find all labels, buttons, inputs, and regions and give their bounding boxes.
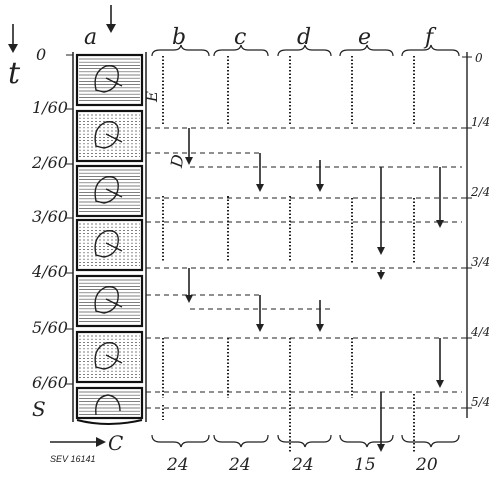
arrow-f-head (436, 220, 444, 228)
film-frame (75, 109, 144, 163)
arrow-c-head (256, 324, 264, 332)
frame-figure (94, 65, 119, 93)
bottom-count-b: 24 (166, 455, 189, 475)
film-frame (75, 53, 144, 107)
frame-border (75, 109, 144, 163)
column-letter-c: c (234, 25, 246, 50)
right-tick-4: 4/48 (470, 325, 489, 339)
arrow-d-head (316, 324, 324, 332)
c-axis-label: C (108, 431, 123, 455)
frame-figure-stroke (105, 242, 123, 252)
bottom-brace-c (213, 434, 269, 448)
left-tick-3: 3/60 (32, 207, 68, 226)
marker-d: D (167, 153, 188, 170)
column-letter-d: d (297, 25, 311, 50)
column-letter-e: e (358, 25, 371, 50)
right-tick-2: 2/48 (470, 185, 489, 199)
marker-e: E (143, 91, 161, 103)
arrow-e-head (377, 444, 385, 452)
frame-border (75, 164, 144, 218)
film-frame (75, 164, 144, 218)
left-tick-0: 0 (36, 45, 46, 64)
bottom-count-f: 20 (415, 455, 438, 475)
frame-figure-stroke (105, 133, 123, 143)
c-axis-arrow (50, 437, 106, 447)
right-time-axis: 0 1/48 2/48 3/48 4/48 5/48 (462, 51, 489, 418)
left-time-ticks: 0 1/60 2/60 3/60 4/60 5/60 6/60 (31, 45, 73, 392)
left-tick-1: 1/60 (32, 98, 68, 117)
bottom-count-d: 24 (291, 455, 314, 475)
s-label: S (32, 397, 46, 421)
right-tick-0: 0 (475, 51, 483, 65)
arrow-b-head (185, 295, 193, 303)
frame-border (75, 330, 144, 384)
left-tick-2: 2/60 (31, 153, 68, 172)
right-tick-3: 3/48 (471, 255, 489, 269)
arrow-f-head (436, 380, 444, 388)
frame-figure-stroke (105, 188, 123, 198)
frame-figure-stroke (105, 77, 123, 87)
frame-figure (94, 286, 119, 314)
left-tick-5: 5/60 (32, 318, 68, 337)
column-letter-a: a (84, 25, 97, 50)
film-frame (75, 218, 144, 272)
film-frame (75, 386, 144, 420)
film-end-edge (76, 419, 143, 425)
arrow-e-head (377, 272, 385, 280)
right-tick-5: 5/48 (471, 395, 489, 409)
frame-border (75, 386, 144, 420)
frame-figure-stroke (105, 354, 123, 364)
frame-figure (94, 230, 119, 258)
frame-border (75, 53, 144, 107)
top-brace-d (277, 44, 332, 57)
frame-border (75, 218, 144, 272)
t-axis-arrow (8, 24, 18, 53)
film-frames (75, 53, 144, 425)
top-brace-b (151, 44, 210, 57)
right-tick-1: 1/48 (471, 115, 489, 129)
arrow-c-head (256, 184, 264, 192)
left-tick-6: 6/60 (32, 373, 68, 392)
bottom-count-c: 24 (228, 455, 251, 475)
film-frame (75, 330, 144, 384)
arrow-e-head (377, 247, 385, 255)
top-brace-f (401, 44, 460, 57)
column-letter-b: b (172, 25, 186, 50)
frame-figure (95, 394, 121, 416)
top-brace-e (339, 44, 394, 57)
frame-figure (94, 342, 119, 370)
frame-figure (94, 176, 119, 204)
dashed-reference-lines (146, 127, 462, 409)
t-axis-label: t (8, 56, 21, 91)
top-brace-c (213, 44, 269, 57)
signal-traces (162, 56, 444, 452)
left-tick-4: 4/60 (31, 262, 68, 281)
top-arrow (106, 5, 116, 33)
film-frame (75, 274, 144, 328)
bottom-brace-d (277, 434, 332, 448)
bottom-brace-e (339, 434, 394, 448)
film-strip (72, 52, 147, 425)
credit-caption: SEV 16141 (50, 454, 96, 464)
frame-figure (94, 121, 119, 149)
frame-figure-stroke (105, 298, 123, 308)
bottom-count-e: 15 (354, 455, 376, 475)
arrow-d-head (316, 184, 324, 192)
arrow-b-head (185, 157, 193, 165)
frame-border (75, 274, 144, 328)
bottom-brace-f (401, 434, 460, 448)
bottom-brace-b (151, 434, 210, 448)
